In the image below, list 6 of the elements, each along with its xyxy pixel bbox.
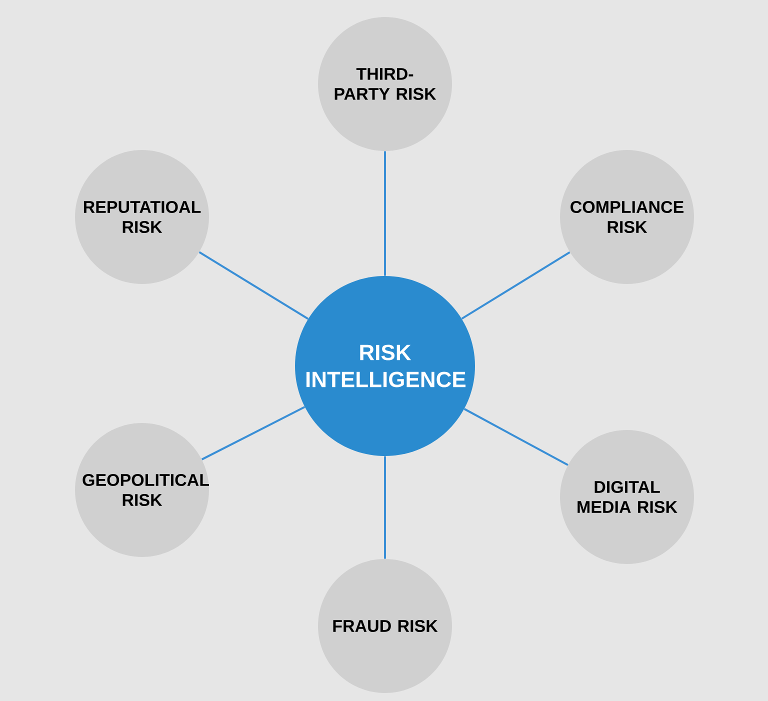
connector-line bbox=[461, 251, 570, 320]
connector-line bbox=[464, 408, 568, 466]
connector-line bbox=[201, 406, 306, 460]
connector-line bbox=[384, 456, 386, 559]
connector-line bbox=[198, 251, 309, 320]
connector-line bbox=[384, 151, 386, 276]
